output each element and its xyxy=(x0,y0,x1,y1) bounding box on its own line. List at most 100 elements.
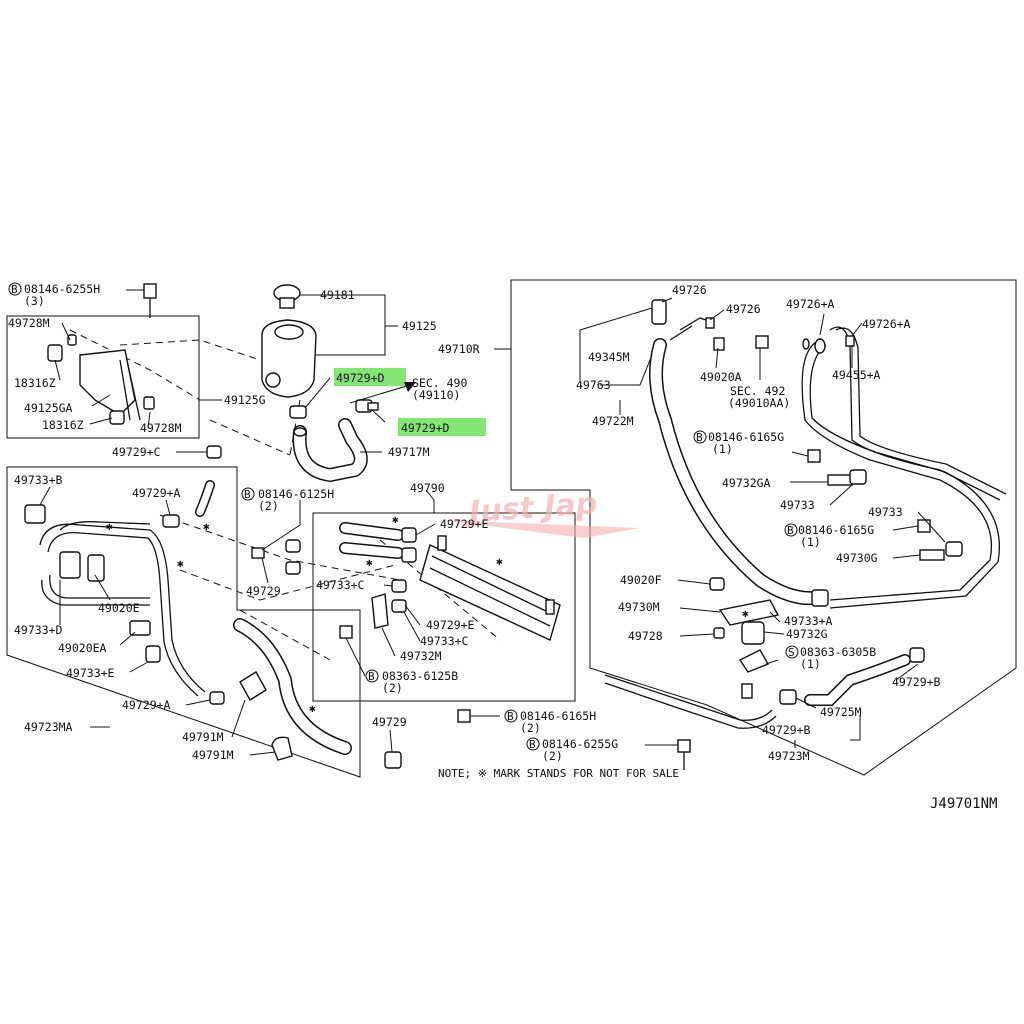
svg-text:B: B xyxy=(696,431,703,444)
svg-text:(1): (1) xyxy=(800,657,821,671)
bolt-08146-6125h xyxy=(251,547,265,559)
svg-text:49181: 49181 xyxy=(320,288,355,302)
svg-text:49733: 49733 xyxy=(868,505,903,519)
svg-text:49020A: 49020A xyxy=(700,370,742,384)
svg-text:49455+A: 49455+A xyxy=(832,368,881,382)
svg-text:✱: ✱ xyxy=(496,555,503,568)
svg-text:(3): (3) xyxy=(24,294,45,308)
svg-text:49726: 49726 xyxy=(672,283,707,297)
oil-cooler-49790 xyxy=(339,522,561,641)
lower-left-pipes xyxy=(24,504,206,697)
label-49729d-lower: 49729+D xyxy=(401,421,450,435)
cooler-frame xyxy=(312,512,576,702)
svg-text:49730M: 49730M xyxy=(618,600,660,614)
svg-text:49791M: 49791M xyxy=(192,748,234,762)
svg-text:B: B xyxy=(507,710,514,723)
svg-text:49125G: 49125G xyxy=(224,393,266,407)
svg-text:49020F: 49020F xyxy=(620,573,662,587)
bolt-08146-6255h xyxy=(143,283,157,318)
svg-text:49020EA: 49020EA xyxy=(58,641,107,655)
svg-text:49730G: 49730G xyxy=(836,551,878,565)
svg-text:✱: ✱ xyxy=(177,557,184,570)
svg-text:49733+D: 49733+D xyxy=(14,623,63,637)
diagram-code: J49701NM xyxy=(930,796,997,812)
svg-text:08363-6125B: 08363-6125B xyxy=(382,669,458,683)
svg-text:49717M: 49717M xyxy=(388,445,430,459)
not-for-sale-note: NOTE; ※ MARK STANDS FOR NOT FOR SALE xyxy=(438,767,679,780)
svg-text:(2): (2) xyxy=(382,681,403,695)
svg-text:49725M: 49725M xyxy=(820,705,862,719)
svg-text:✱: ✱ xyxy=(106,520,113,533)
reservoir-49125 xyxy=(261,284,317,419)
svg-text:(2): (2) xyxy=(258,499,279,513)
svg-text:49732G: 49732G xyxy=(786,627,828,641)
svg-text:49732GA: 49732GA xyxy=(722,476,771,490)
bracket-assembly xyxy=(47,334,155,425)
svg-text:49791M: 49791M xyxy=(182,730,224,744)
pressure-hose-49722m xyxy=(649,299,829,607)
svg-text:49733: 49733 xyxy=(780,498,815,512)
return-tubes xyxy=(669,317,1007,609)
svg-text:49020E: 49020E xyxy=(98,601,140,615)
svg-text:49729+A: 49729+A xyxy=(122,698,171,712)
svg-text:08146-6165G: 08146-6165G xyxy=(708,430,784,444)
not-for-sale-marks: ✱ ✱ ✱ ✱ ✱ ✱ ✱ ✱ xyxy=(106,513,749,715)
svg-text:(2): (2) xyxy=(542,749,563,763)
svg-text:49726: 49726 xyxy=(726,302,761,316)
right-frame xyxy=(510,279,1017,776)
bracket-frame xyxy=(6,315,200,439)
svg-text:49733+C: 49733+C xyxy=(420,634,469,648)
svg-text:49733+C: 49733+C xyxy=(316,578,365,592)
svg-text:(49010AA): (49010AA) xyxy=(728,396,790,410)
svg-text:49726+A: 49726+A xyxy=(786,297,835,311)
svg-text:08146-6165H: 08146-6165H xyxy=(520,709,596,723)
bolt-08146-6165h xyxy=(457,709,471,723)
bolt-08146-6255g xyxy=(677,739,691,753)
svg-text:✱: ✱ xyxy=(366,556,373,569)
part-labels: 08146-6255H (3) 49728M 18316Z 49125GA 18… xyxy=(8,282,941,763)
svg-text:49729+E: 49729+E xyxy=(440,517,489,531)
svg-text:49790: 49790 xyxy=(410,481,445,495)
svg-text:49345M: 49345M xyxy=(588,350,630,364)
svg-text:49729: 49729 xyxy=(246,584,281,598)
svg-text:49729+B: 49729+B xyxy=(892,675,941,689)
svg-text:08146-6125H: 08146-6125H xyxy=(258,487,334,501)
svg-text:B: B xyxy=(11,283,18,296)
svg-text:49710R: 49710R xyxy=(438,342,480,356)
svg-text:49722M: 49722M xyxy=(592,414,634,428)
svg-text:18316Z: 18316Z xyxy=(14,376,56,390)
svg-text:49733+B: 49733+B xyxy=(14,473,63,487)
svg-text:08146-6165G: 08146-6165G xyxy=(798,523,874,537)
svg-text:(1): (1) xyxy=(800,535,821,549)
svg-text:(49110): (49110) xyxy=(412,388,460,402)
svg-text:✱: ✱ xyxy=(742,607,749,620)
svg-text:49728: 49728 xyxy=(628,629,663,643)
svg-text:49728M: 49728M xyxy=(140,421,182,435)
svg-text:B: B xyxy=(368,670,375,683)
svg-text:(2): (2) xyxy=(520,721,541,735)
highlight-49729d-lower xyxy=(398,418,486,436)
highlight-49729d-upper xyxy=(334,368,406,386)
svg-text:08363-6305B: 08363-6305B xyxy=(800,645,876,659)
label-08146-6255h: 08146-6255H xyxy=(24,282,100,296)
svg-text:49729+E: 49729+E xyxy=(426,618,475,632)
svg-text:49729+A: 49729+A xyxy=(132,486,181,500)
svg-text:49125GA: 49125GA xyxy=(24,401,73,415)
svg-text:49733+E: 49733+E xyxy=(66,666,115,680)
clamp-49729-lower xyxy=(384,751,402,769)
svg-text:B: B xyxy=(244,488,251,501)
svg-text:49729: 49729 xyxy=(372,715,407,729)
svg-text:✱: ✱ xyxy=(392,513,399,526)
svg-text:SEC. 490: SEC. 490 xyxy=(412,376,467,390)
svg-text:49763: 49763 xyxy=(576,378,611,392)
svg-text:49729+B: 49729+B xyxy=(762,723,811,737)
svg-text:B: B xyxy=(529,738,536,751)
svg-text:49729+C: 49729+C xyxy=(112,445,161,459)
svg-text:18316Z: 18316Z xyxy=(42,418,84,432)
svg-text:49723MA: 49723MA xyxy=(24,720,73,734)
svg-text:✱: ✱ xyxy=(203,520,210,533)
svg-text:B: B xyxy=(787,524,794,537)
svg-text:SEC. 492: SEC. 492 xyxy=(730,384,785,398)
svg-text:49733+A: 49733+A xyxy=(784,614,833,628)
